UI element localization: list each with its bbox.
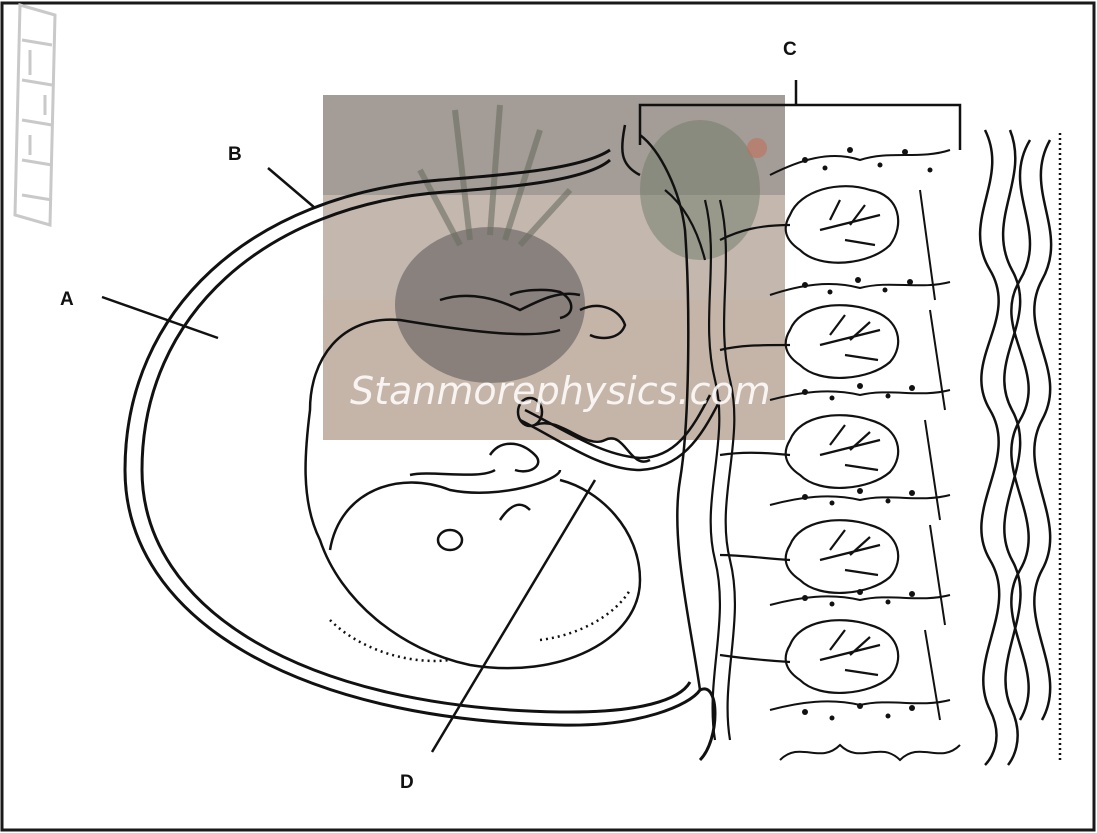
label-c: C [783,39,797,60]
label-b: B [228,144,242,165]
watermark-text: Stanmorephysics.com [350,369,771,413]
label-a: A [60,289,74,310]
label-d: D [400,772,414,793]
